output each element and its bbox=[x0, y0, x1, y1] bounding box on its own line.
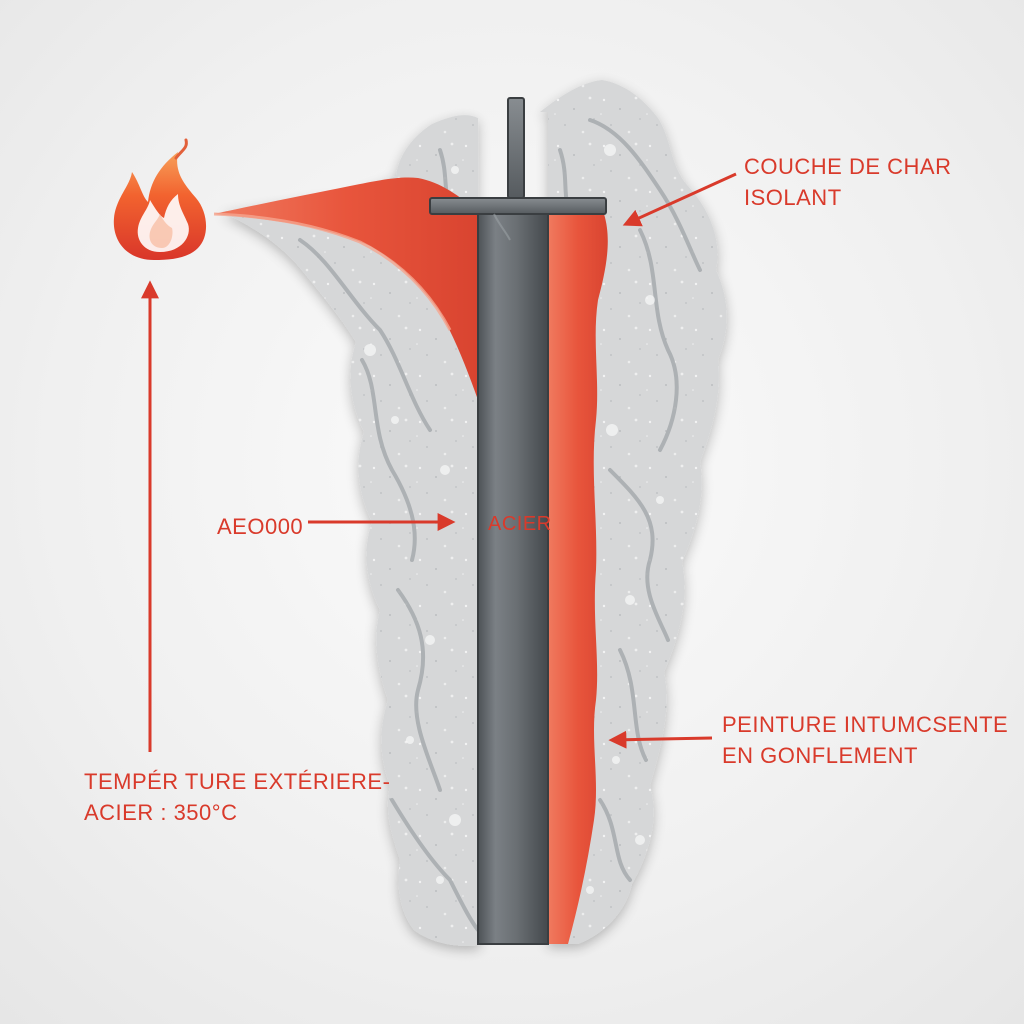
outer-temperature-label-line-1: TEMPÉR TURE EXTÉRIERE- bbox=[84, 769, 391, 794]
char-layer-label-line-1: COUCHE DE CHAR bbox=[744, 154, 952, 179]
char-layer-label: COUCHE DE CHAR ISOLANT bbox=[744, 151, 951, 213]
swelling-paint-arrow bbox=[608, 730, 713, 749]
swelling-paint-right bbox=[548, 214, 608, 944]
outer-temperature-label-line-2: ACIER : 350°C bbox=[84, 800, 238, 825]
swelling-paint-left-edge bbox=[213, 212, 452, 331]
left-pointer-label: AEO000 bbox=[217, 514, 304, 539]
char-layer-arrow bbox=[622, 172, 737, 227]
swelling-paint-label-line-2: EN GONFLEMENT bbox=[722, 743, 918, 768]
char-layer-label-line-2: ISOLANT bbox=[744, 185, 842, 210]
swelling-paint-label: PEINTURE INTUMCSENTE EN GONFLEMENT bbox=[722, 709, 1008, 771]
swelling-paint-left bbox=[214, 177, 478, 400]
outer-temperature-label: TEMPÉR TURE EXTÉRIERE- ACIER : 350°C bbox=[84, 766, 390, 828]
swelling-paint-label-line-1: PEINTURE INTUMCSENTE bbox=[722, 712, 1009, 737]
steel-label: ACIER bbox=[488, 513, 552, 535]
arrows bbox=[141, 172, 737, 752]
steel-column bbox=[429, 97, 607, 945]
flame-icon bbox=[113, 138, 207, 260]
